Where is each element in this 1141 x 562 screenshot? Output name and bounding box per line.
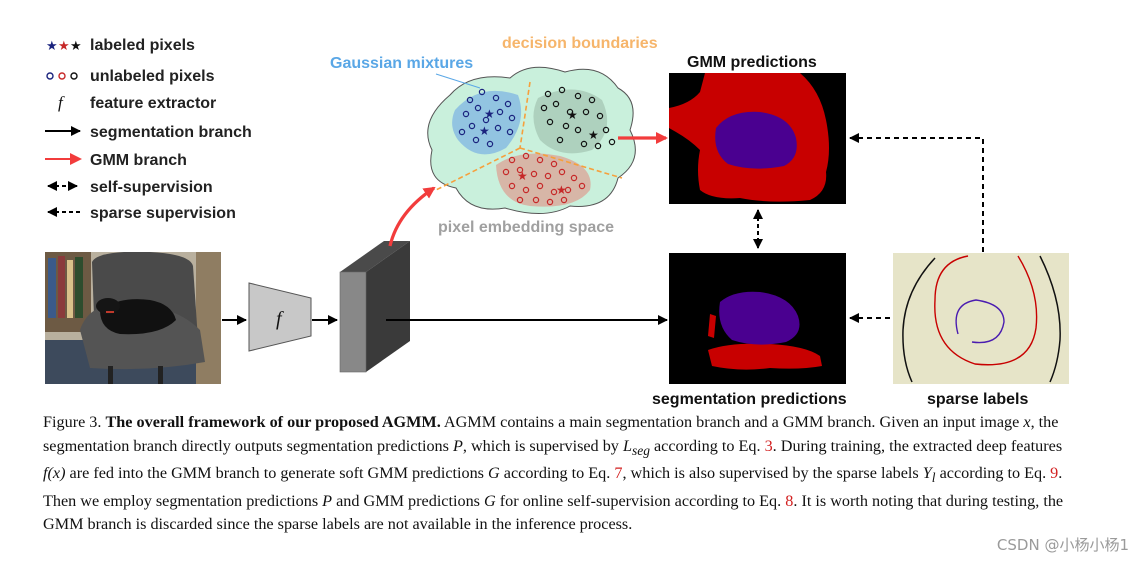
caption-math: G	[484, 491, 496, 510]
sparse-labels-title: sparse labels	[927, 391, 1029, 408]
eq-ref-link[interactable]: 7	[614, 464, 623, 483]
caption-text: according to Eq.	[499, 464, 615, 483]
caption-math: Y	[922, 464, 932, 483]
caption-text: for online self-supervision according to…	[495, 491, 786, 510]
feature-map-block	[339, 241, 410, 373]
decision-boundaries-label: decision boundaries	[502, 35, 658, 52]
legend: ★ ★ ★ labeled pixels unlabeled pixels f …	[45, 37, 252, 222]
caption-text: AGMM contains a main segmentation branch…	[440, 413, 1024, 431]
caption-text: according to Eq.	[935, 464, 1051, 483]
svg-text:★: ★	[70, 39, 82, 54]
caption-text: and GMM predictions	[332, 491, 485, 510]
legend-unlabeled-pixels: unlabeled pixels	[90, 68, 215, 85]
figure-caption: Figure 3. The overall framework of our p…	[43, 411, 1073, 537]
gaussian-mixtures-label: Gaussian mixtures	[330, 55, 473, 72]
caption-math: P	[322, 491, 333, 510]
legend-gmm-branch: GMM branch	[90, 152, 187, 169]
svg-text:★: ★	[517, 169, 528, 183]
segmentation-predictions-image	[669, 253, 846, 384]
gaussian-pointer	[435, 73, 481, 89]
legend-feature-symbol: f	[58, 93, 65, 112]
caption-math: G	[488, 464, 500, 483]
caption-text: , which is supervised by	[462, 436, 623, 455]
caption-math: f(x)	[43, 464, 66, 483]
eq-ref-link[interactable]: 9	[1050, 464, 1059, 483]
caption-math: x	[1023, 413, 1031, 431]
legend-unlabeled-circles-icon	[46, 72, 78, 80]
legend-feature-extractor: feature extractor	[90, 95, 216, 112]
gmm-predictions-image	[669, 73, 846, 204]
pixel-embedding-space-label: pixel embedding space	[438, 219, 614, 236]
extractor-symbol: f	[276, 308, 284, 330]
eq-ref-link[interactable]: 3	[764, 436, 773, 455]
feature-extractor-trapezoid	[248, 282, 312, 352]
sparse-labels-image	[893, 253, 1069, 384]
caption-title: The overall framework of our proposed AG…	[105, 413, 441, 431]
svg-text:★: ★	[484, 107, 495, 121]
svg-text:★: ★	[58, 39, 70, 54]
legend-labeled-stars-icon: ★ ★ ★	[46, 39, 82, 54]
watermark: CSDN @小杨小杨1	[996, 536, 1129, 554]
arrow-sparse-to-gmm	[849, 133, 984, 252]
svg-text:★: ★	[556, 183, 567, 197]
caption-text: . It is worth noting that during testing…	[43, 491, 1064, 534]
segmentation-predictions-title: segmentation predictions	[652, 391, 847, 408]
framework-figure: ★ ★ ★ labeled pixels unlabeled pixels f …	[45, 35, 1069, 408]
svg-text:★: ★	[567, 108, 578, 122]
legend-segmentation-branch: segmentation branch	[90, 124, 252, 141]
caption-text: . Then we employ segmentation prediction…	[43, 464, 1063, 510]
svg-text:★: ★	[46, 39, 58, 54]
caption-text: , which is also supervised by the sparse…	[622, 464, 923, 483]
caption-math: P	[452, 436, 463, 455]
svg-text:★: ★	[588, 128, 599, 142]
caption-math: L	[622, 436, 632, 455]
input-image	[45, 252, 221, 384]
svg-text:★: ★	[479, 124, 490, 138]
caption-text: . During training, the extracted deep fe…	[772, 436, 1063, 455]
eq-ref-link[interactable]: 8	[785, 491, 794, 510]
gmm-predictions-title: GMM predictions	[687, 54, 817, 71]
caption-math-sub: l	[931, 470, 936, 486]
caption-math-sub: seg	[631, 442, 650, 458]
pixel-embedding-cloud: ★ ★ ★ ★ ★ ★	[427, 66, 636, 215]
legend-sparse-supervision: sparse supervision	[90, 205, 236, 222]
legend-self-supervision: self-supervision	[90, 179, 213, 196]
caption-fig-number: Figure 3.	[43, 413, 102, 431]
caption-text: are fed into the GMM branch to generate …	[65, 464, 489, 483]
arrow-gmm-branch-to-embedding	[388, 186, 436, 247]
caption-text: according to Eq.	[649, 436, 765, 455]
legend-labeled-pixels: labeled pixels	[90, 37, 195, 54]
caption-text: , the segmentation branch directly outpu…	[43, 413, 1059, 455]
